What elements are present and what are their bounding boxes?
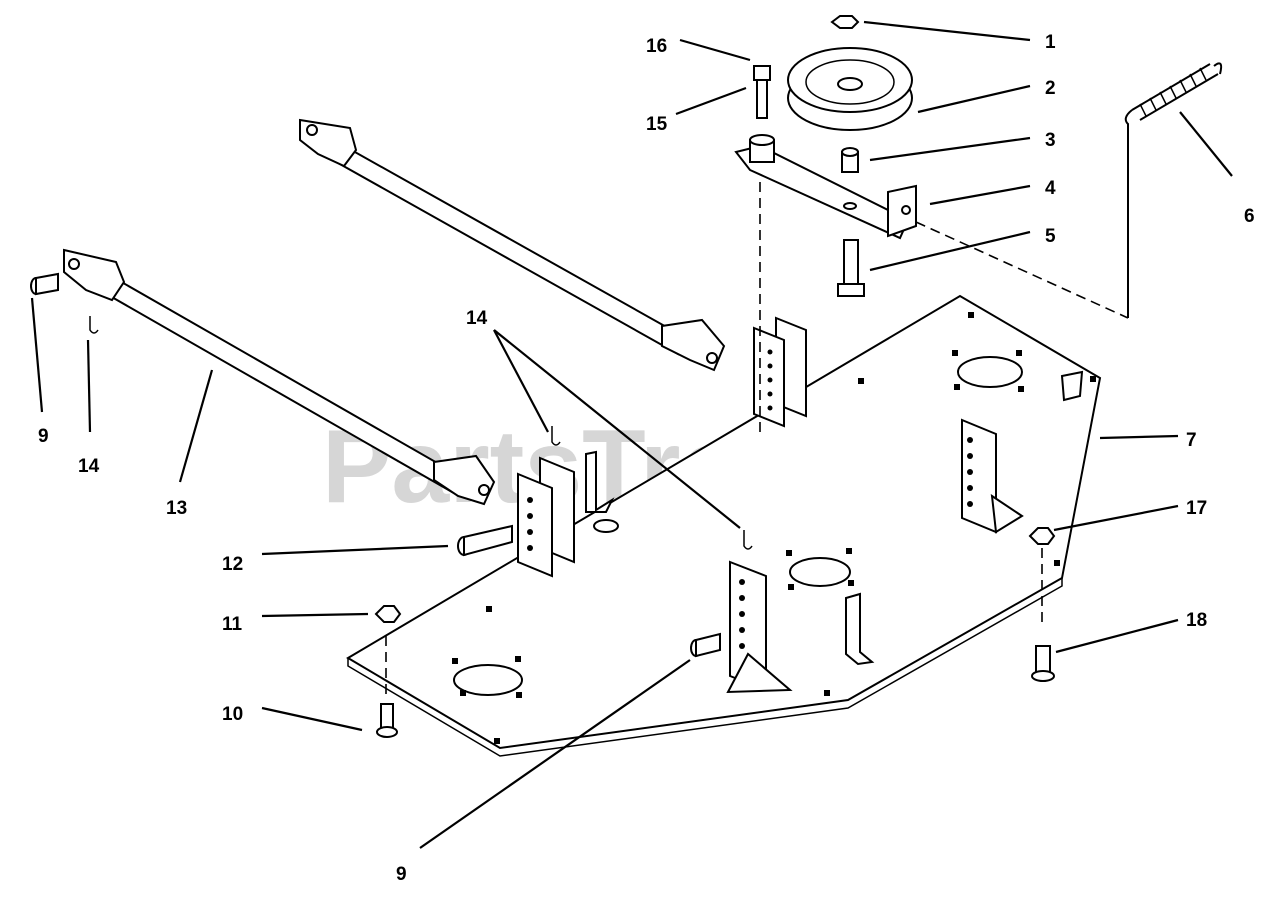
assembly-line-spring <box>915 221 1129 319</box>
callout-6: 6 <box>1244 206 1255 227</box>
hairpin-clip-center <box>551 426 561 446</box>
clevis-pin-front <box>690 632 721 658</box>
deck-plate <box>346 294 1102 757</box>
callout-3: 3 <box>1045 130 1056 151</box>
hairpin-clip-left <box>89 316 99 334</box>
callout-labels: 1 2 3 4 5 6 7 9 9 10 11 12 13 14 14 15 1… <box>38 32 1255 885</box>
callout-17: 17 <box>1186 498 1207 519</box>
leader-lines <box>30 20 1233 849</box>
callout-1: 1 <box>1045 32 1056 53</box>
callout-11: 11 <box>222 614 243 635</box>
hex-nut-rear <box>1028 527 1056 545</box>
pivot-shoulder-bolt <box>753 65 771 119</box>
front-lift-link <box>63 248 496 506</box>
callout-14-left: 14 <box>78 456 100 477</box>
callout-16: 16 <box>646 36 667 57</box>
idler-arm-bracket <box>734 134 917 240</box>
bolt-holes <box>452 312 1096 744</box>
front-adjustment-bracket <box>726 560 875 694</box>
carriage-bolt-rear <box>1031 645 1055 682</box>
callout-7: 7 <box>1186 430 1197 451</box>
callout-5: 5 <box>1045 226 1056 247</box>
idler-pulley <box>787 47 913 131</box>
spindle-opening-center <box>789 557 851 587</box>
tension-spring <box>1124 62 1223 318</box>
callout-14-top: 14 <box>466 308 488 329</box>
long-clevis-pin <box>457 524 513 557</box>
pivot-opening <box>593 519 619 533</box>
callout-4: 4 <box>1045 178 1056 199</box>
pulley-spacer <box>841 147 859 173</box>
front-hanger-bracket <box>517 450 615 578</box>
callout-9-left: 9 <box>38 426 49 447</box>
rear-hanger-bracket <box>753 316 807 428</box>
hex-nut-front <box>374 605 402 623</box>
hairpin-clip-front <box>743 530 753 550</box>
callout-9-bottom: 9 <box>396 864 407 885</box>
callout-10: 10 <box>222 704 243 725</box>
spindle-opening-front <box>453 664 523 696</box>
idler-pivot-bolt <box>837 239 865 297</box>
callout-15: 15 <box>646 114 668 135</box>
carriage-bolt-front <box>376 703 398 738</box>
rear-lift-link <box>299 118 726 372</box>
spindle-opening-rear <box>957 356 1023 388</box>
right-adjustment-bracket <box>961 370 1084 534</box>
callout-12: 12 <box>222 554 243 575</box>
clevis-pin-left <box>30 272 59 296</box>
callout-13: 13 <box>166 498 187 519</box>
callout-2: 2 <box>1045 78 1056 99</box>
pulley-nut <box>830 15 860 29</box>
callout-18: 18 <box>1186 610 1207 631</box>
